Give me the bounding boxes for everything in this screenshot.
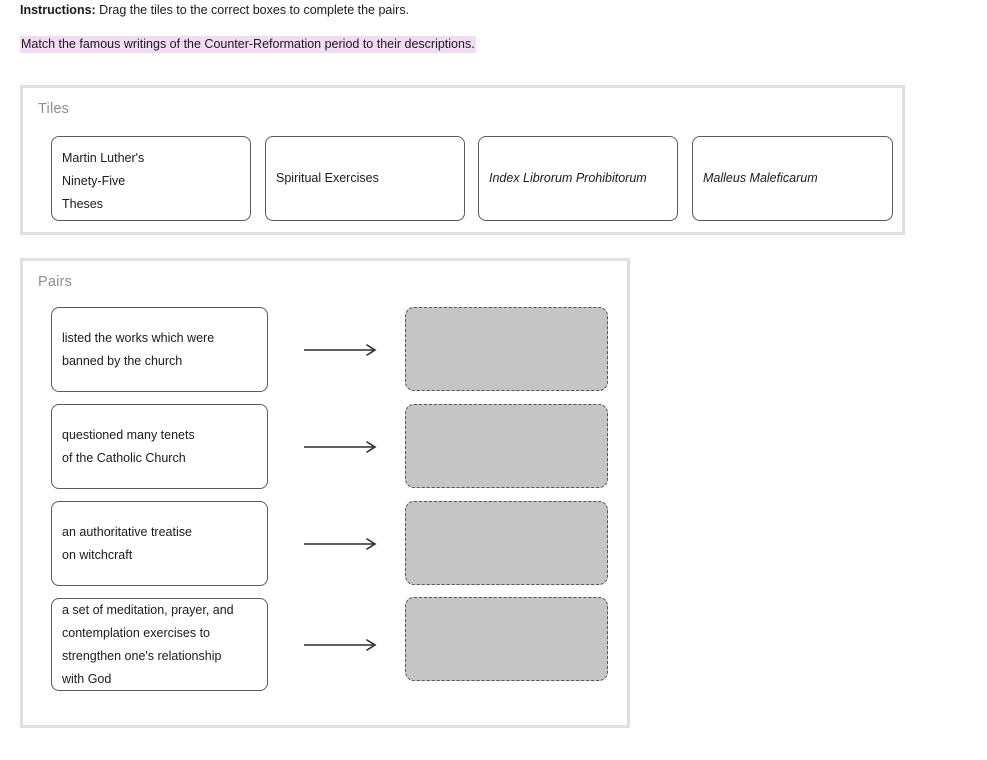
drop-zone[interactable] <box>405 501 608 585</box>
pair-prompt-label: questioned many tenets of the Catholic C… <box>62 427 195 465</box>
tile-draggable[interactable]: Index Librorum Prohibitorum <box>478 136 678 221</box>
pair-prompt: a set of meditation, prayer, and contemp… <box>51 598 268 691</box>
drop-zone[interactable] <box>405 404 608 488</box>
arrow-right-icon <box>304 344 377 356</box>
pair-prompt-label: listed the works which were banned by th… <box>62 330 215 368</box>
instructions-block: Instructions: Drag the tiles to the corr… <box>20 3 960 18</box>
instructions-label: Instructions: <box>20 3 96 17</box>
drop-zone[interactable] <box>405 597 608 681</box>
pairs-panel-title: Pairs <box>38 274 73 290</box>
pairs-panel: Pairs listed the works which were banned… <box>20 258 630 728</box>
pair-prompt: listed the works which were banned by th… <box>51 307 268 392</box>
arrow-right-icon <box>304 538 377 550</box>
instructions-text: Drag the tiles to the correct boxes to c… <box>95 3 410 17</box>
tiles-panel: Tiles Martin Luther's Ninety-Five Theses… <box>20 85 905 235</box>
instructions-line: Instructions: Drag the tiles to the corr… <box>20 3 960 18</box>
tile-label: Malleus Maleficarum <box>703 171 818 185</box>
arrow-right-icon <box>304 639 377 651</box>
tile-draggable[interactable]: Spiritual Exercises <box>265 136 465 221</box>
tile-label: Spiritual Exercises <box>276 171 379 185</box>
question-prompt: Match the famous writings of the Counter… <box>20 36 476 53</box>
pair-prompt-label: an authoritative treatise on witchcraft <box>62 524 192 562</box>
arrow-right-icon <box>304 441 377 453</box>
pair-prompt: an authoritative treatise on witchcraft <box>51 501 268 586</box>
pair-prompt-label: a set of meditation, prayer, and contemp… <box>62 602 234 686</box>
pair-prompt: questioned many tenets of the Catholic C… <box>51 404 268 489</box>
tile-draggable[interactable]: Malleus Maleficarum <box>692 136 893 221</box>
tile-label: Index Librorum Prohibitorum <box>489 171 647 185</box>
tiles-panel-title: Tiles <box>38 101 70 117</box>
tile-draggable[interactable]: Martin Luther's Ninety-Five Theses <box>51 136 251 221</box>
drop-zone[interactable] <box>405 307 608 391</box>
tile-label: Martin Luther's Ninety-Five Theses <box>62 151 145 211</box>
